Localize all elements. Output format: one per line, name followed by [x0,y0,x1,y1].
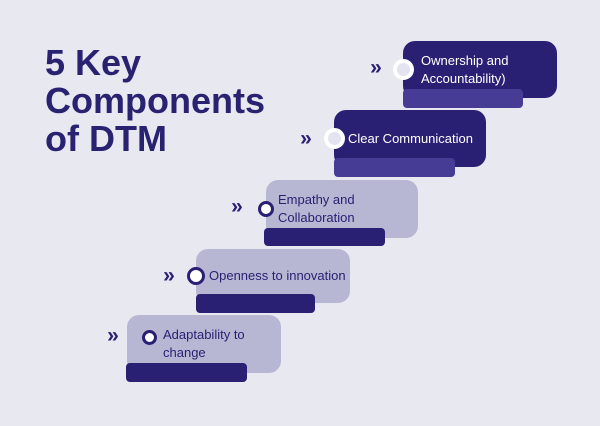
accent-bar [403,89,523,108]
accent-bar [264,228,385,246]
double-chevron-icon: » [163,264,175,287]
double-chevron-icon: » [231,195,243,218]
accent-bar [196,294,315,313]
circle-marker-icon [258,201,274,217]
circle-marker-icon [393,59,414,80]
accent-bar [126,363,247,382]
step-card-ownership: Ownership and Accountability) [403,41,557,98]
step-card-clear-communication: Clear Communication [334,110,486,167]
circle-marker-icon [142,330,157,345]
circle-marker-icon [187,267,205,285]
circle-marker-icon [324,128,345,149]
accent-bar [334,158,455,177]
step-label: Ownership and Accountability) [421,52,509,86]
step-label: Empathy and Collaboration [278,192,355,225]
double-chevron-icon: » [107,324,119,347]
step-label: Clear Communication [348,130,473,146]
step-label: Adaptability to change [163,327,245,360]
page-title: 5 Key Components of DTM [45,42,265,159]
double-chevron-icon: » [300,127,312,150]
double-chevron-icon: » [370,56,382,79]
step-label: Openness to innovation [209,268,346,283]
